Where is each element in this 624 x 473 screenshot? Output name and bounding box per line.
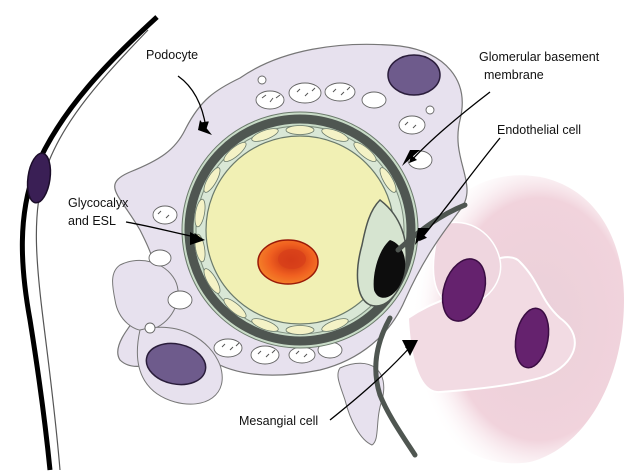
parietal-cell xyxy=(22,17,157,470)
podocyte-nucleus-top xyxy=(388,55,440,95)
parietal-cell-nucleus xyxy=(25,152,54,205)
label-gbm-line2: membrane xyxy=(484,68,544,83)
label-gbm-line1: Glomerular basement xyxy=(479,50,599,65)
capillary-loop xyxy=(182,112,418,348)
label-mesangial-cell: Mesangial cell xyxy=(239,414,318,429)
label-podocyte: Podocyte xyxy=(146,48,198,63)
label-glycocalyx-line2: and ESL xyxy=(68,214,116,229)
label-endothelial-cell: Endothelial cell xyxy=(497,123,581,138)
label-glycocalyx-line1: Glycocalyx xyxy=(68,196,128,211)
